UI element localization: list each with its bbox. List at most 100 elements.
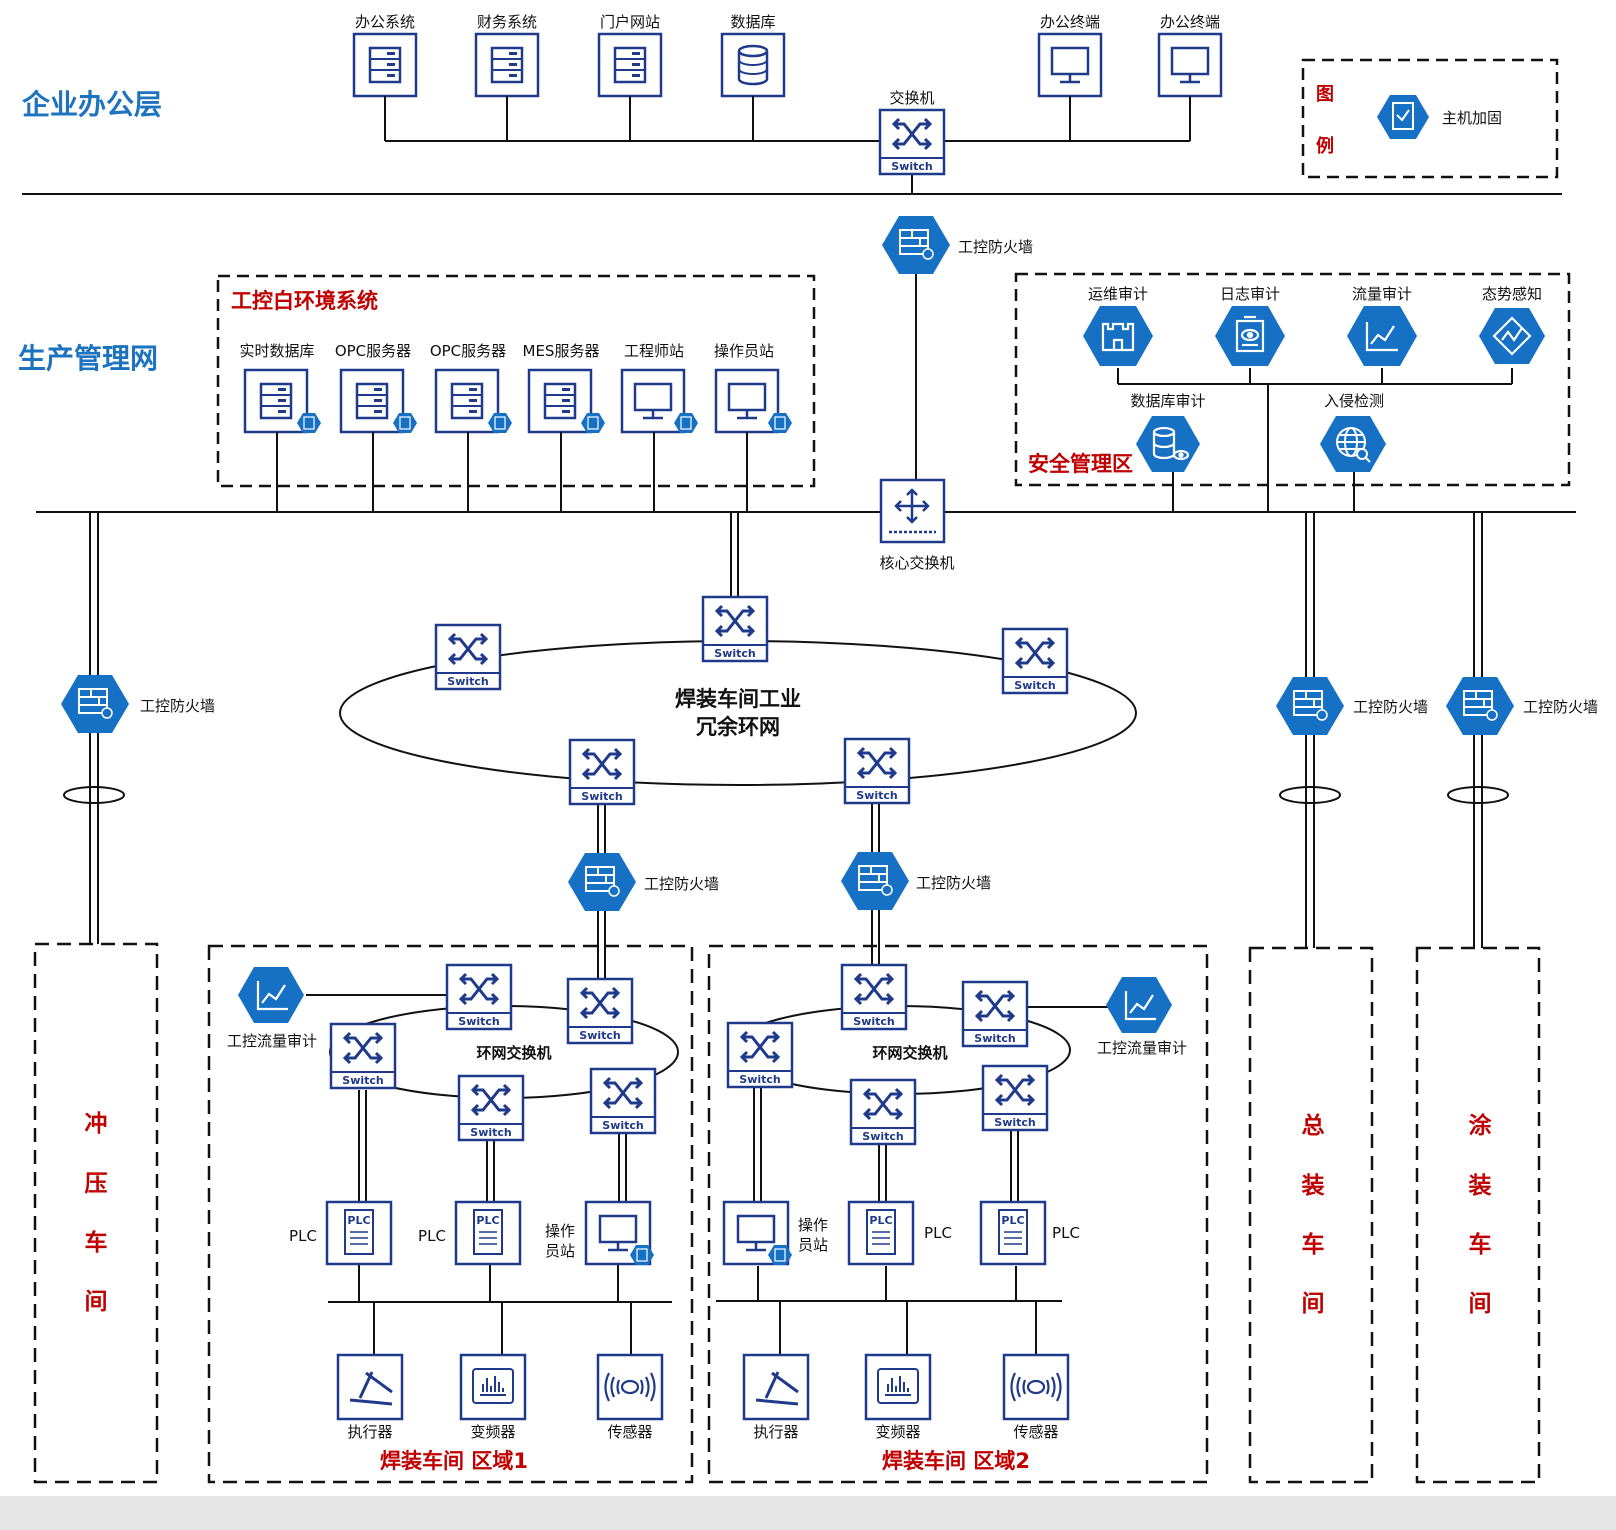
switch-text: Switch (856, 789, 897, 802)
legend-item-label: 主机加固 (1442, 109, 1502, 127)
stamping-workshop-box (33, 942, 159, 1484)
plc-text: PLC (869, 1214, 892, 1227)
white-env-box (216, 274, 816, 488)
monitor-icon (598, 1214, 638, 1252)
switch-text: Switch (447, 675, 488, 688)
office-terminal-node: 办公终端 (1037, 13, 1103, 98)
inverter-node: 变频器 (459, 1353, 527, 1441)
switch-text: Switch (739, 1073, 780, 1086)
situation-icon (1492, 316, 1532, 356)
assembly-char: 装 (1302, 1173, 1325, 1199)
switch-text: Switch (602, 1119, 643, 1132)
switch-arrows-icon (1014, 636, 1056, 670)
white-env-label: 工程师站 (624, 342, 684, 360)
security-zone-title: 安全管理区 (1028, 452, 1133, 476)
field-device-label: 执行器 (753, 1423, 798, 1441)
engineer-station-node: 工程师站 (620, 342, 698, 434)
monitor-icon (736, 1214, 776, 1252)
server-icon (543, 382, 577, 420)
plc-text: PLC (476, 1214, 499, 1227)
traffic-audit-node (1106, 977, 1172, 1033)
switch-text: Switch (458, 1015, 499, 1028)
office-node-label: 办公终端 (1160, 13, 1220, 31)
mes-server-node: MES服务器 (523, 342, 605, 434)
plc-side-label: PLC (289, 1227, 317, 1245)
actuator-node: 执行器 (742, 1353, 810, 1441)
plc-text: PLC (347, 1214, 370, 1227)
zone2-title: 焊装车间 区域2 (882, 1449, 1030, 1473)
white-env-title: 工控白环境系统 (231, 289, 378, 313)
white-env-label: 操作员站 (714, 342, 774, 360)
plc-node: PLC PLC (847, 1200, 952, 1266)
security-label: 流量审计 (1352, 285, 1412, 303)
firewall-label: 工控防火墙 (140, 697, 215, 715)
ring-switch: Switch (445, 963, 513, 1031)
network-topology-diagram: 企业办公层 生产管理网 图 例 主机加固 办公系统 财务系统 门户网站 数据库 … (18, 13, 1598, 1484)
plc-side-label: PLC (924, 1224, 952, 1242)
zone1-links (306, 994, 672, 1355)
switch-text: Switch (470, 1126, 511, 1139)
bundle-rings (63, 786, 1509, 804)
firewall-label: 工控防火墙 (958, 238, 1033, 256)
database-icon (737, 44, 769, 86)
bottom-bar (0, 1496, 1616, 1530)
opc-server-node: OPC服务器 (335, 342, 417, 434)
ring-switch: Switch (843, 737, 911, 805)
operator-label-line2: 员站 (545, 1242, 575, 1260)
ring-switch: Switch (1001, 627, 1069, 695)
traffic-audit-node (238, 967, 304, 1023)
switch-arrows-icon (470, 1083, 512, 1117)
stamping-char: 压 (85, 1171, 108, 1197)
server-icon (490, 46, 524, 84)
white-env-links (276, 432, 748, 512)
switch-arrows-icon (853, 972, 895, 1006)
ring-switch: Switch (457, 1074, 525, 1142)
server-icon (613, 46, 647, 84)
actuator-icon (349, 1371, 393, 1406)
switch-text: Switch (342, 1074, 383, 1087)
security-label: 态势感知 (1482, 285, 1542, 303)
white-env-label: OPC服务器 (335, 342, 411, 360)
switch-text: Switch (994, 1116, 1035, 1129)
security-links (1117, 368, 1513, 512)
security-label: 运维审计 (1088, 285, 1148, 303)
operator-station-node: 操作 员站 (545, 1200, 654, 1266)
office-switch: Switch (878, 108, 946, 176)
switch-arrows-icon (447, 632, 489, 666)
field-device-label: 传感器 (1013, 1423, 1058, 1441)
chart-icon (1365, 322, 1398, 352)
operator-label-line1: 操作 (545, 1222, 575, 1240)
operator-label-line1: 操作 (798, 1216, 828, 1234)
switch-text: Switch (581, 790, 622, 803)
zone2-ring-label: 环网交换机 (872, 1044, 947, 1062)
white-env-label: OPC服务器 (430, 342, 506, 360)
ring-switch: Switch (701, 595, 769, 663)
host-hardening-icon (581, 413, 605, 433)
switch-text: Switch (1014, 679, 1055, 692)
field-device-label: 传感器 (607, 1423, 652, 1441)
plc-node: PLC PLC (289, 1200, 393, 1266)
situation-awareness-node: 态势感知 (1479, 285, 1545, 364)
firewall-icon (1276, 677, 1344, 735)
host-hardening-icon (768, 413, 792, 433)
ring-switch: Switch (840, 963, 908, 1031)
server-icon (450, 382, 484, 420)
plc-node: PLC PLC (418, 1200, 522, 1266)
switch-arrows-icon (579, 986, 621, 1020)
host-hardening-icon (674, 413, 698, 433)
ops-audit-node: 运维审计 (1083, 285, 1153, 366)
legend-char-2: 例 (1316, 135, 1334, 157)
plc-node: PLC PLC (979, 1200, 1080, 1266)
opc-server-node: OPC服务器 (430, 342, 512, 434)
security-label: 日志审计 (1220, 285, 1280, 303)
plc-side-label: PLC (1052, 1224, 1080, 1242)
layer-title-office: 企业办公层 (22, 88, 162, 121)
ring-switch: Switch (961, 980, 1029, 1048)
legend-box (1301, 58, 1559, 179)
switch-text: Switch (862, 1130, 903, 1143)
server-icon (355, 382, 389, 420)
plc-side-label: PLC (418, 1227, 446, 1245)
firewall-label: 工控防火墙 (916, 874, 991, 892)
office-node-label: 数据库 (730, 13, 775, 31)
plc-icon: PLC (866, 1209, 896, 1255)
